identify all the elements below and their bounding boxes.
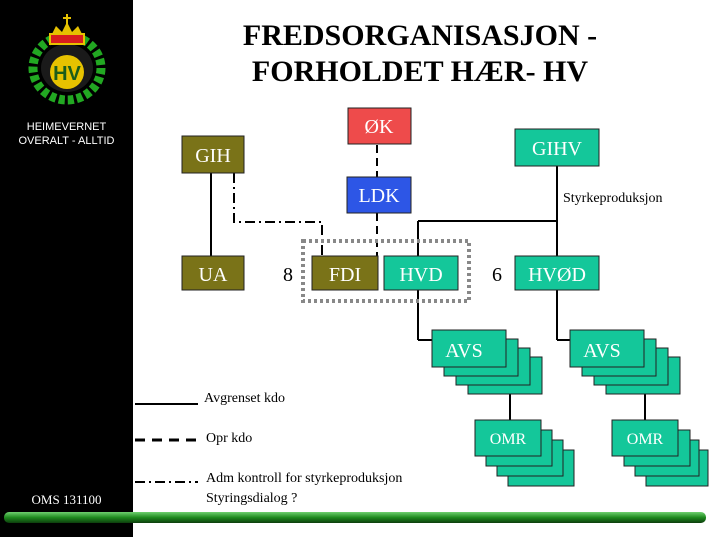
styrkeproduksjon-label: Styrkeproduksjon [563,191,663,206]
node-gih: GIH [181,135,245,174]
bottom-bar [4,512,706,523]
crown-icon [49,14,85,45]
sidebar: HV HEIMEVERNET OVERALT - ALLTID OMS 1311… [0,0,133,537]
heimevernet-logo: HV [28,14,106,105]
node-ua: UA [181,255,245,291]
sidebar-motto: HEIMEVERNET OVERALT - ALLTID [0,120,133,148]
title-line2: FORHOLDET HÆR- HV [251,55,589,88]
omr-stack-1: OMR [474,419,575,487]
slide-title: FREDSORGANISASJON - FORHOLDET HÆR- HV [200,18,640,90]
group-frame [301,239,471,303]
omr-stack-2: OMR [611,419,709,487]
node-hvod: HVØD [514,255,600,291]
node-ldk-label: LDK [358,185,400,207]
node-fdi: FDI [311,255,379,291]
node-ok-label: ØK [365,116,394,138]
legend-dashdot-label2: Styringsdialog ? [206,491,297,506]
avs-stack-2: AVS [569,329,681,395]
node-fdi-label: FDI [329,264,361,286]
node-hvd: HVD [383,255,459,291]
node-ldk: LDK [346,176,412,214]
legend: Avgrenset kdo Opr kdo Adm kontroll for s… [135,391,402,506]
node-ua-label: UA [199,264,228,286]
node-hvod-label: HVØD [528,264,586,286]
node-gih-label: GIH [195,145,231,167]
avs1-label: AVS [445,340,482,362]
motto-line2: OVERALT - ALLTID [18,135,115,147]
node-hvd-label: HVD [399,264,442,286]
omr2-label: OMR [627,431,664,448]
omr1-label: OMR [490,431,527,448]
avs-stack-1: AVS [431,329,543,395]
logo-text: HV [53,63,81,85]
legend-solid-label: Avgrenset kdo [204,391,285,406]
avs2-label: AVS [583,340,620,362]
line-gih-fdi [233,173,323,256]
motto-line1: HEIMEVERNET [26,121,107,133]
legend-dashed-label: Opr kdo [206,431,252,446]
node-ok: ØK [347,107,412,145]
hvod-count: 6 [492,264,502,286]
fdi-count: 8 [283,264,293,286]
node-gihv-label: GIHV [532,138,583,160]
node-gihv: GIHV [514,128,600,167]
footer-code: OMS 131100 [31,492,102,507]
legend-dashdot-label1: Adm kontroll for styrkeproduksjon [206,471,402,486]
title-line1: FREDSORGANISASJON - [242,19,598,52]
